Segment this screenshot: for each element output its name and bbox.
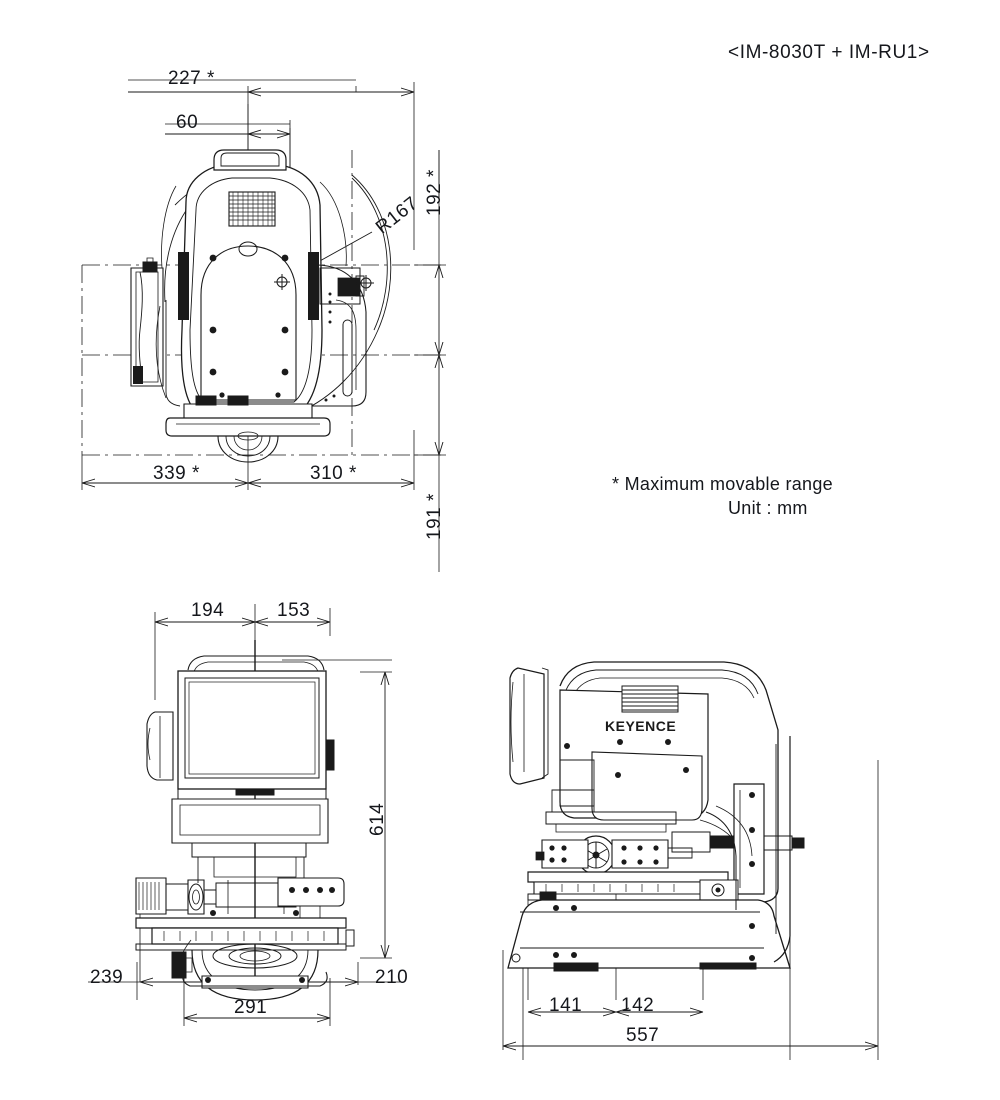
dim-label-top-227: 227 *: [168, 68, 215, 89]
top-view-group: [81, 79, 446, 572]
note-maximum-movable-range: * Maximum movable range: [612, 474, 833, 494]
note-unit: Unit : mm: [728, 498, 808, 518]
drawing-title: <IM-8030T + IM-RU1>: [728, 42, 930, 63]
dim-label-top-60: 60: [176, 112, 199, 133]
dim-label-front-239: 239: [90, 967, 124, 988]
dim-label-front-291: 291: [234, 997, 268, 1018]
keyence-logo-text: KEYENCE: [605, 718, 676, 734]
dim-label-side-557: 557: [626, 1025, 660, 1046]
dim-label-front-210: 210: [375, 967, 409, 988]
top-view-construction-lines: [81, 150, 446, 456]
dim-label-front-153: 153: [277, 600, 311, 621]
side-view-group: KEYENCE: [502, 661, 879, 1060]
front-view-group: [88, 604, 400, 1026]
front-view-machine: [135, 655, 355, 1001]
dim-label-front-194: 194: [191, 600, 225, 621]
side-view-machine: KEYENCE: [507, 661, 805, 972]
top-view-machine-outline: [130, 149, 392, 463]
top-view-radius-target: [274, 274, 290, 290]
